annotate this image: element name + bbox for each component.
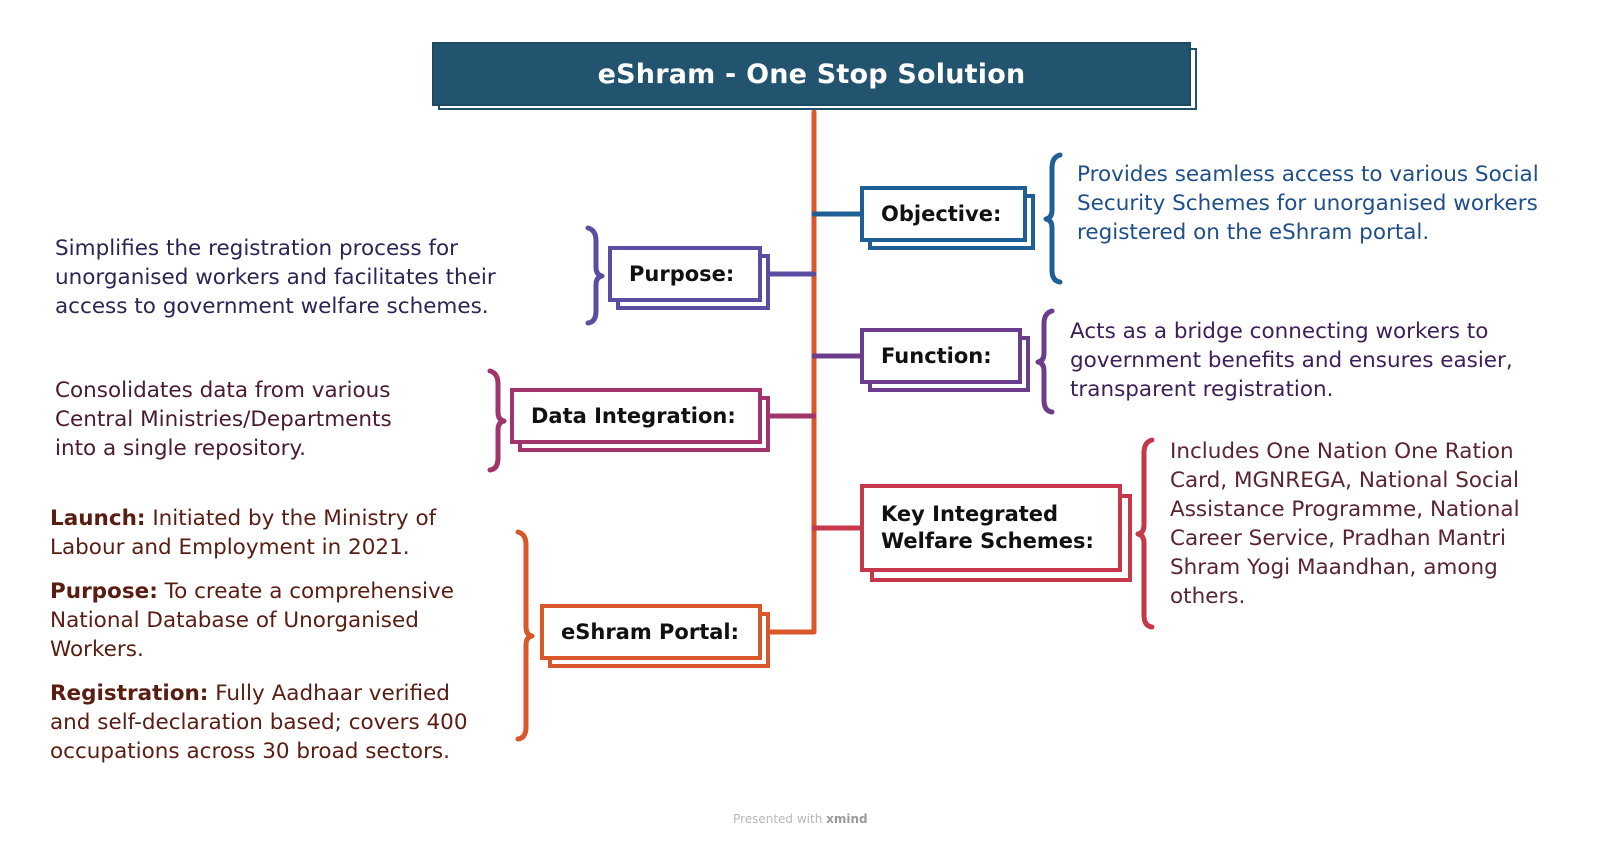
data-integration-node[interactable]: Data Integration: bbox=[510, 388, 770, 452]
purpose-brace bbox=[585, 225, 605, 326]
eshram-portal-node-box: eShram Portal: bbox=[540, 604, 762, 660]
portal-item-purpose: Purpose: To create a comprehensive Natio… bbox=[50, 579, 454, 662]
purpose-node-box: Purpose: bbox=[608, 246, 762, 302]
eshram-portal-node[interactable]: eShram Portal: bbox=[540, 604, 770, 668]
schemes-text: Includes One Nation One Ration Card, MGN… bbox=[1170, 439, 1520, 609]
function-text: Acts as a bridge connecting workers to g… bbox=[1070, 319, 1513, 402]
schemes-brace bbox=[1135, 437, 1155, 630]
objective-text: Provides seamless access to various Soci… bbox=[1077, 162, 1539, 245]
schemes-node[interactable]: Key Integrated Welfare Schemes: bbox=[860, 484, 1132, 582]
function-node-box: Function: bbox=[860, 328, 1022, 384]
eshram-portal-brace bbox=[515, 529, 535, 742]
purpose-label: Purpose: bbox=[629, 261, 735, 286]
eshram-portal-label: eShram Portal: bbox=[561, 619, 740, 644]
data-integration-text: Consolidates data from various Central M… bbox=[55, 378, 392, 461]
function-label: Function: bbox=[881, 343, 992, 368]
function-brace bbox=[1035, 308, 1055, 415]
portal-item-registration: Registration: Fully Aadhaar verified and… bbox=[50, 681, 468, 764]
data-integration-label: Data Integration: bbox=[531, 403, 736, 428]
schemes-label-line1: Key Integrated bbox=[881, 502, 1059, 526]
purpose-text: Simplifies the registration process for … bbox=[55, 236, 496, 319]
objective-label: Objective: bbox=[881, 201, 1002, 226]
central-topic-title: eShram - One Stop Solution bbox=[597, 58, 1026, 90]
purpose-node[interactable]: Purpose: bbox=[608, 246, 770, 310]
schemes-label-line2: Welfare Schemes: bbox=[881, 529, 1094, 553]
footer-watermark: Presented with xmind bbox=[733, 812, 868, 826]
data-integration-node-box: Data Integration: bbox=[510, 388, 762, 444]
schemes-node-box: Key Integrated Welfare Schemes: bbox=[860, 484, 1122, 572]
portal-item-launch: Launch: Initiated by the Ministry of Lab… bbox=[50, 506, 437, 560]
central-topic[interactable]: eShram - One Stop Solution bbox=[432, 42, 1197, 110]
function-node[interactable]: Function: bbox=[860, 328, 1030, 392]
central-topic-bar: eShram - One Stop Solution bbox=[432, 42, 1191, 106]
eshram-portal-details: Launch: Initiated by the Ministry of Lab… bbox=[50, 504, 490, 781]
objective-node[interactable]: Objective: bbox=[860, 186, 1035, 250]
data-integration-brace bbox=[487, 368, 507, 473]
objective-node-box: Objective: bbox=[860, 186, 1027, 242]
objective-brace bbox=[1043, 152, 1063, 285]
xmind-brand: xmind bbox=[826, 812, 868, 826]
